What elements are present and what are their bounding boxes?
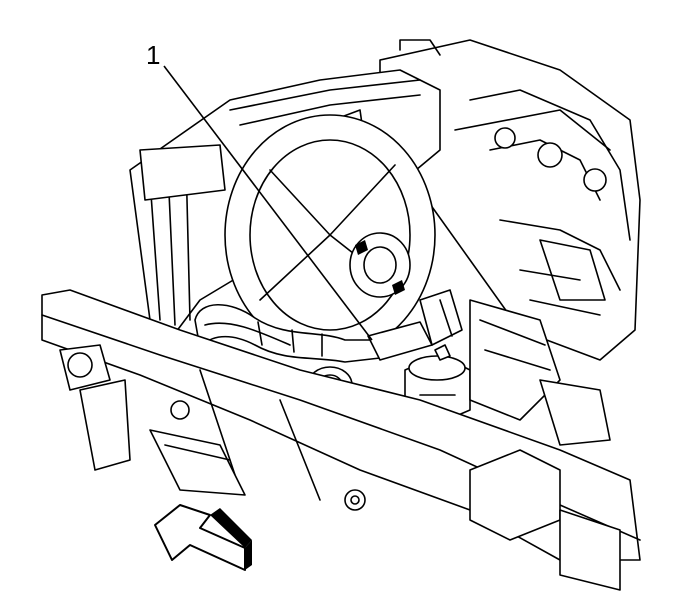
callout-label: 1 bbox=[146, 40, 160, 70]
callout-leader-line bbox=[163, 65, 373, 341]
frame-rail bbox=[41, 289, 641, 591]
cooling-fan bbox=[224, 114, 436, 356]
front-of-vehicle-arrow bbox=[154, 504, 252, 571]
engine-lower-components bbox=[469, 299, 611, 446]
coolant-hose bbox=[194, 289, 463, 363]
engine-assembly bbox=[379, 39, 641, 361]
